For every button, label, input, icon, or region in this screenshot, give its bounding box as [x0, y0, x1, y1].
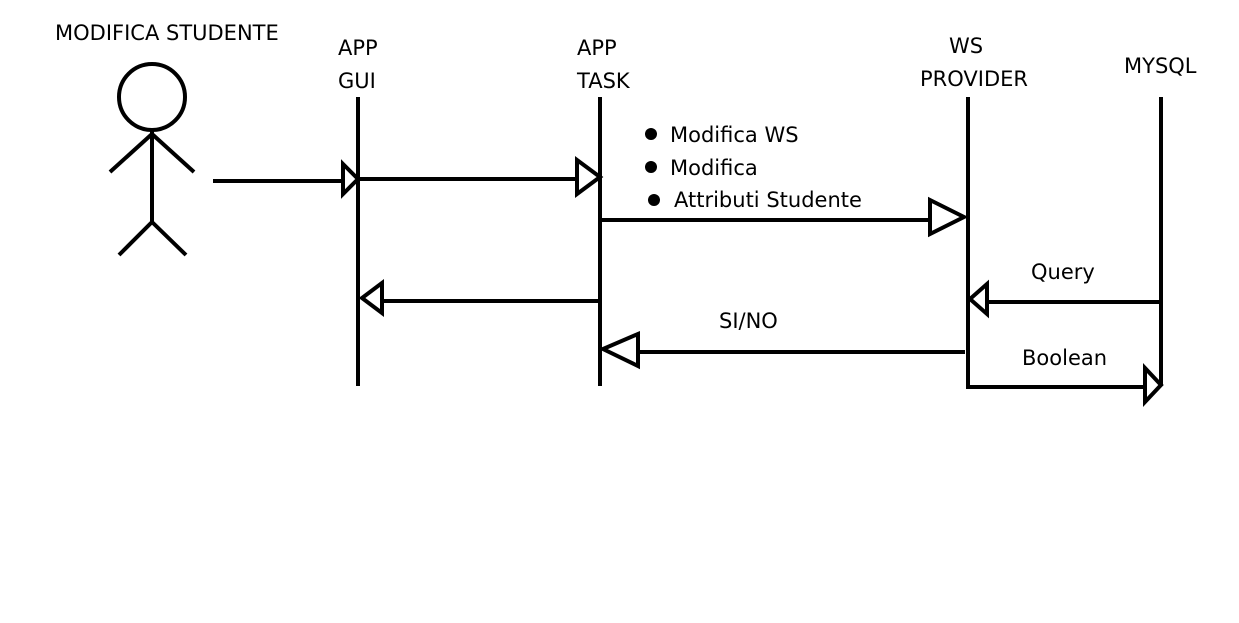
- provider-to-task-arrowhead: [598, 330, 640, 370]
- actor-right-leg: [150, 220, 188, 257]
- mysql-label: MYSQL: [1124, 54, 1197, 78]
- actor-left-leg: [117, 220, 154, 257]
- actor-label: MODIFICA STUDENTE: [55, 21, 279, 45]
- si-no-label: SI/NO: [719, 309, 778, 333]
- mysql-to-provider-arrowhead: [966, 279, 989, 319]
- app-gui-label-line2: GUI: [338, 69, 376, 93]
- query-label: Query: [1031, 260, 1095, 284]
- actor-left-arm: [108, 132, 154, 174]
- bullet-attributi-studente: [648, 194, 660, 206]
- item-modifica: Modifica: [670, 156, 758, 180]
- actor-right-arm: [150, 132, 196, 174]
- provider-to-mysql-arrowhead: [1143, 362, 1164, 408]
- task-to-gui-arrowhead: [358, 279, 384, 317]
- app-task-label-line2: TASK: [576, 69, 631, 93]
- ws-provider-label-line1: WS: [949, 34, 983, 58]
- gui-to-task-arrowhead: [575, 156, 604, 198]
- item-modifica-ws: Modifica WS: [670, 123, 799, 147]
- app-task-label-line1: APP: [577, 36, 617, 60]
- actor: [108, 62, 196, 257]
- ws-provider-label-line2: PROVIDER: [920, 67, 1028, 91]
- task-to-provider-arrowhead: [928, 196, 969, 238]
- actor-to-gui-arrowhead: [341, 159, 361, 199]
- boolean-label: Boolean: [1022, 346, 1107, 370]
- bullet-modifica-ws: [645, 128, 657, 140]
- app-gui-label-line1: APP: [338, 36, 378, 60]
- actor-head: [117, 62, 187, 132]
- item-attributi-studente: Attributi Studente: [674, 188, 862, 212]
- bullet-modifica: [645, 161, 657, 173]
